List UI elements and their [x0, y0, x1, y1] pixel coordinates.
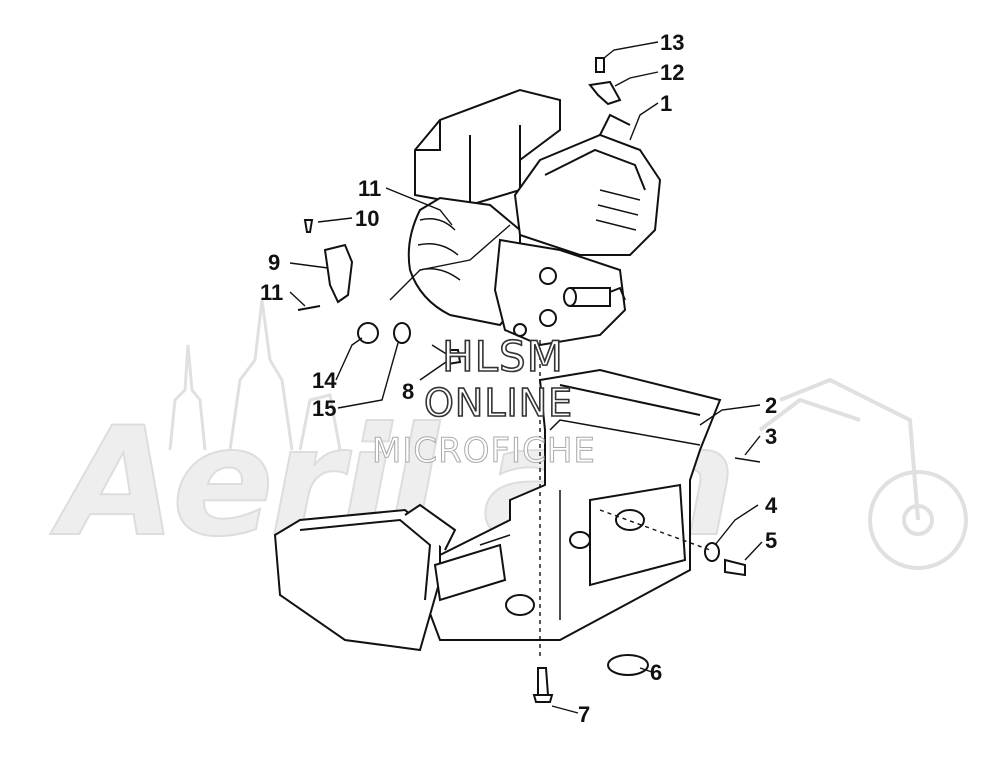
- callout-2: 2: [765, 393, 778, 418]
- callout-15: 15: [312, 396, 337, 421]
- callout-1: 1: [660, 91, 673, 116]
- hardware-parts: [297, 57, 761, 703]
- callout-12: 12: [660, 60, 685, 85]
- callout-8: 8: [402, 379, 415, 404]
- callout-10: 10: [355, 206, 380, 231]
- leader-lines: [289, 41, 763, 714]
- callout-3: 3: [765, 424, 778, 449]
- watermark-motorcycle: [758, 377, 968, 570]
- callout-5: 5: [765, 528, 778, 553]
- watermark-hlsm: HLSM: [441, 332, 564, 381]
- callout-11-lower: 11: [260, 280, 284, 305]
- callout-9: 9: [268, 250, 281, 275]
- side-shield-panel: [273, 503, 507, 652]
- watermark-skyline: [168, 299, 342, 451]
- callout-13: 13: [660, 30, 685, 55]
- callout-14: 14: [312, 368, 337, 393]
- callout-4: 4: [765, 493, 778, 518]
- callout-7: 7: [578, 702, 591, 727]
- callout-11-upper: 11: [358, 176, 382, 201]
- callout-6: 6: [650, 660, 663, 685]
- watermark-microfiche: MICROFICHE: [372, 431, 596, 471]
- watermark-online: ONLINE: [423, 381, 574, 425]
- engine-assembly: [407, 88, 662, 347]
